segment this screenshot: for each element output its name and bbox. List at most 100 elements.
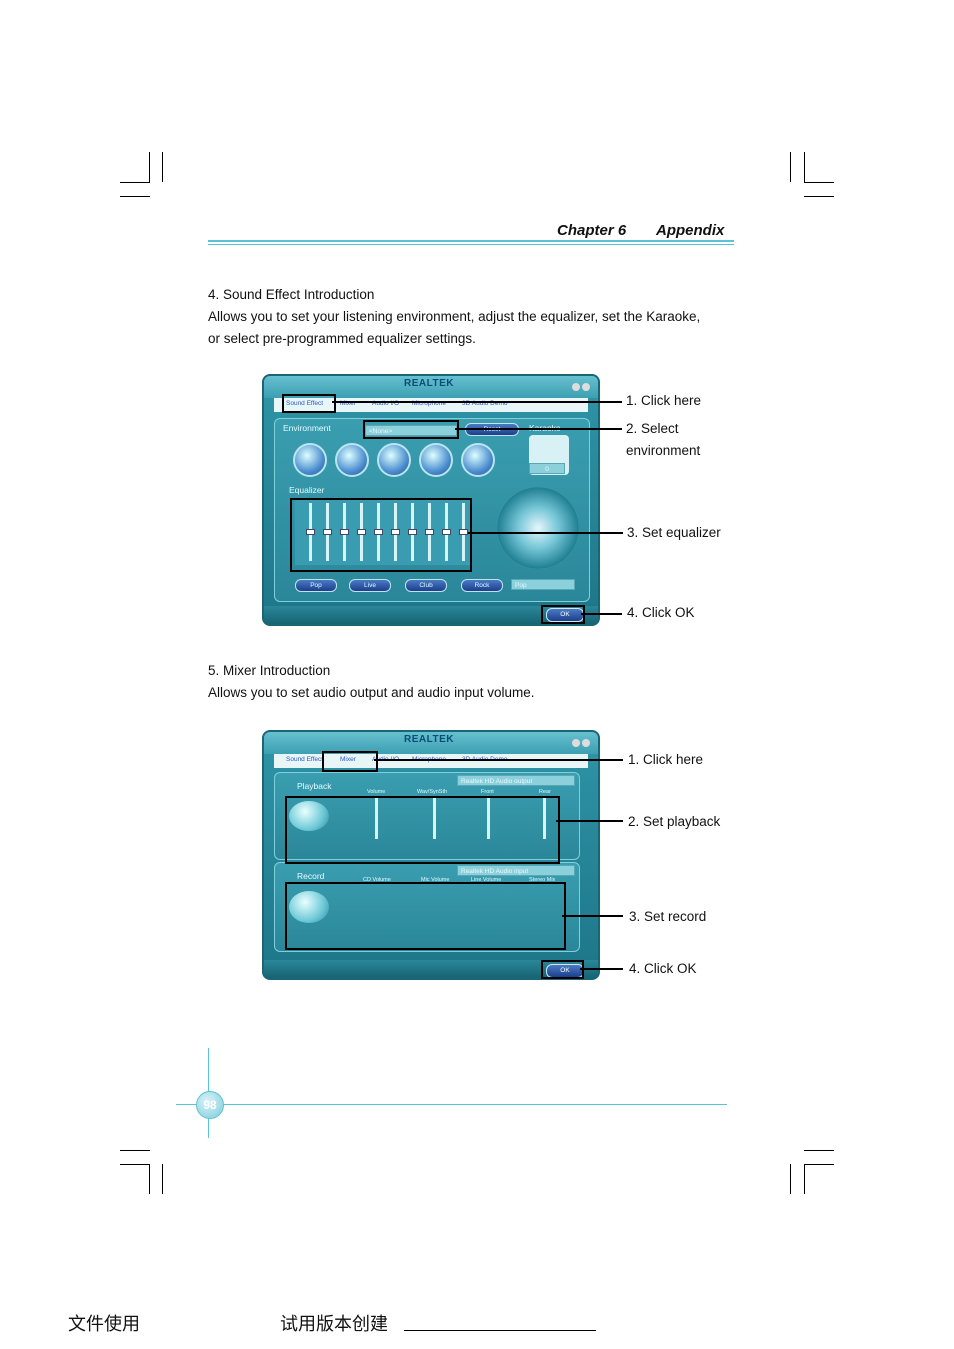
playback-device-select[interactable]: Realtek HD Audio output <box>457 775 575 786</box>
playback-label: Playback <box>297 781 332 791</box>
header-rule <box>208 244 734 245</box>
playback-slider[interactable] <box>433 797 436 839</box>
callout-environment: environment <box>626 443 701 458</box>
leader-line <box>580 968 623 970</box>
tab-audio-io[interactable]: Audio I/O <box>372 400 400 407</box>
tab-mixer[interactable]: Mixer <box>340 756 356 763</box>
section4-line2: or select pre-programmed equalizer setti… <box>208 331 476 346</box>
section4-title: 4. Sound Effect Introduction <box>208 287 375 302</box>
environment-icon[interactable] <box>461 443 495 477</box>
leader-line <box>332 401 622 403</box>
callout-set-record: 3. Set record <box>629 909 707 924</box>
playback-slider[interactable] <box>543 797 546 839</box>
callout-click-here: 1. Click here <box>628 752 704 767</box>
crop-mark <box>120 182 150 183</box>
page-number: 98 <box>196 1091 224 1119</box>
section5-line1: Allows you to set audio output and audio… <box>208 685 535 700</box>
tab-sound-effect[interactable]: Sound Effect <box>286 400 324 407</box>
sound-effect-panel: Environment <None> Reset Karaoke 0 Equal… <box>274 418 590 602</box>
crop-mark <box>804 152 805 182</box>
highlight-box <box>285 796 560 864</box>
crop-mark <box>120 1164 150 1165</box>
channel-label: Mic Volume <box>421 877 450 883</box>
playback-slider[interactable] <box>487 797 490 839</box>
title-bar <box>264 376 598 398</box>
crop-mark <box>162 152 163 182</box>
preset-club-button[interactable]: Club <box>405 579 447 592</box>
record-label: Record <box>297 871 325 881</box>
footer-left: 文件使用 <box>68 1314 140 1335</box>
leader-line <box>455 428 622 430</box>
crop-mark <box>804 196 834 197</box>
preset-select[interactable]: Pop <box>511 579 575 590</box>
channel-label: Line Volume <box>471 877 502 883</box>
section-label: Appendix <box>656 222 725 239</box>
callout-click-ok: 4. Click OK <box>627 605 695 620</box>
callout-select: 2. Select <box>626 421 679 436</box>
tab-mixer[interactable]: Mixer <box>340 400 356 407</box>
environment-icon[interactable] <box>293 443 327 477</box>
equalizer-control-wheel[interactable] <box>497 487 579 569</box>
preset-live-button[interactable]: Live <box>349 579 391 592</box>
environment-select[interactable]: <None> <box>365 425 457 436</box>
channel-label: Rear <box>539 789 551 795</box>
chapter-label: Chapter 6 <box>557 222 627 239</box>
close-icon[interactable] <box>582 383 590 391</box>
minimize-icon[interactable] <box>572 739 580 747</box>
section4-text: 4. Sound Effect Introduction Allows you … <box>208 284 748 350</box>
highlight-box <box>541 960 584 979</box>
playback-panel: Playback Realtek HD Audio output Volume … <box>274 772 580 860</box>
minimize-icon[interactable] <box>572 383 580 391</box>
realtek-logo: REALTEK <box>404 734 454 745</box>
equalizer-label: Equalizer <box>289 485 325 495</box>
section5-title: 5. Mixer Introduction <box>208 663 331 678</box>
header-rule <box>208 240 734 242</box>
record-device-select[interactable]: Realtek HD Audio input <box>457 865 575 876</box>
footer-underline <box>404 1330 596 1331</box>
environment-icon[interactable] <box>335 443 369 477</box>
crop-mark <box>162 1164 163 1194</box>
tab-sound-effect[interactable]: Sound Effect <box>286 756 324 763</box>
channel-label: Front <box>481 789 494 795</box>
channel-label: Stereo Mix <box>529 877 556 883</box>
crop-mark <box>149 152 150 182</box>
channel-label: Volume <box>367 789 386 795</box>
title-bar <box>264 732 598 754</box>
page-rule-horizontal <box>176 1104 727 1105</box>
crop-mark <box>790 1164 791 1194</box>
callout-set-playback: 2. Set playback <box>628 814 721 829</box>
highlight-box <box>290 498 472 572</box>
playback-master-knob[interactable] <box>289 801 329 831</box>
playback-slider[interactable] <box>375 797 378 839</box>
highlight-box <box>541 605 585 624</box>
leader-line <box>562 915 623 917</box>
equalizer-sliders[interactable] <box>295 499 471 565</box>
tab-microphone[interactable]: Microphone <box>412 400 446 407</box>
section4-line1: Allows you to set your listening environ… <box>208 309 701 324</box>
crop-mark <box>120 1150 150 1151</box>
environment-label: Environment <box>283 423 331 433</box>
crop-mark <box>804 1164 834 1165</box>
tab-3d-audio-demo[interactable]: 3D Audio Demo <box>462 400 508 407</box>
callout-set-equalizer: 3. Set equalizer <box>627 525 721 540</box>
bottom-bar <box>264 606 598 624</box>
callout-click-ok: 4. Click OK <box>629 961 697 976</box>
crop-mark <box>790 152 791 182</box>
section5-text: 5. Mixer Introduction Allows you to set … <box>208 660 748 704</box>
crop-mark <box>120 196 150 197</box>
karaoke-value[interactable]: 0 <box>529 463 565 474</box>
footer-right: 试用版本创建 <box>280 1314 388 1335</box>
environment-icon[interactable] <box>419 443 453 477</box>
crop-mark <box>804 1164 805 1194</box>
preset-rock-button[interactable]: Rock <box>461 579 503 592</box>
highlight-box <box>322 751 378 772</box>
preset-pop-button[interactable]: Pop <box>295 579 337 592</box>
callout-click-here: 1. Click here <box>626 393 702 408</box>
channel-label: CD Volume <box>363 877 391 883</box>
environment-icon[interactable] <box>377 443 411 477</box>
leader-line <box>468 532 623 534</box>
highlight-box <box>285 882 566 950</box>
leader-line <box>374 759 623 761</box>
close-icon[interactable] <box>582 739 590 747</box>
record-master-knob[interactable] <box>289 891 329 923</box>
